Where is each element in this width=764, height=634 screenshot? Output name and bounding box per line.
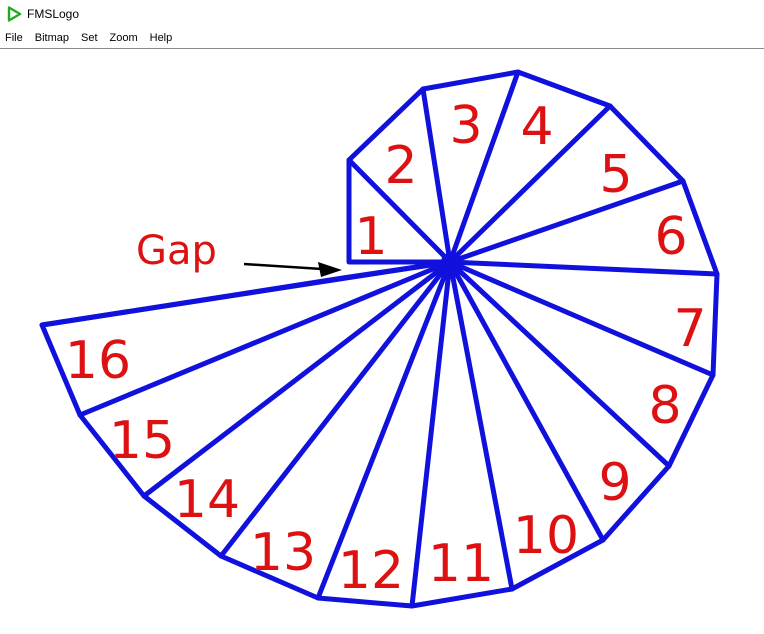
spoke-1 (346, 157, 453, 265)
triangle-label-3: 3 (449, 96, 482, 156)
triangle-label-12: 12 (338, 541, 404, 601)
gap-label: Gap (136, 228, 217, 274)
triangle-label-13: 13 (250, 523, 316, 583)
triangle-label-15: 15 (109, 411, 175, 471)
gap-arrow-line (243, 262, 323, 271)
spoke-11 (409, 259, 453, 609)
triangle-label-9: 9 (598, 453, 631, 513)
spoke-13 (218, 259, 453, 559)
spoke-5 (447, 178, 686, 265)
spoke-14 (141, 259, 453, 499)
triangle-label-14: 14 (174, 470, 240, 530)
triangle-label-8: 8 (648, 376, 681, 436)
gap-annotation: Gap (136, 228, 342, 277)
fmslogo-icon (6, 6, 22, 22)
gap-arrowhead-icon (318, 262, 342, 277)
menu-bitmap[interactable]: Bitmap (34, 32, 69, 44)
spoke-9 (447, 259, 606, 543)
spoke-3 (447, 69, 521, 265)
window-title: FMSLogo (27, 7, 80, 21)
spoke-6 (447, 259, 720, 277)
spoke-12 (315, 259, 453, 601)
menu-set[interactable]: Set (80, 32, 98, 44)
triangle-label-11: 11 (428, 534, 494, 594)
spoke-15 (77, 259, 453, 418)
title-bar: FMSLogo (0, 0, 764, 28)
triangle-label-5: 5 (599, 145, 632, 205)
menu-file[interactable]: File (5, 32, 23, 44)
spoke-4 (447, 103, 613, 265)
triangle-label-6: 6 (654, 207, 687, 267)
triangle-label-16: 16 (65, 331, 131, 391)
spoke-7 (447, 259, 716, 378)
spoke-10 (447, 259, 515, 592)
menu-help[interactable]: Help (149, 32, 173, 44)
triangle-label-1: 1 (354, 207, 387, 267)
spiral-outline (39, 69, 720, 609)
triangle-label-4: 4 (520, 97, 553, 157)
triangle-label-7: 7 (673, 299, 706, 359)
menu-zoom[interactable]: Zoom (109, 32, 138, 44)
triangle-label-2: 2 (384, 136, 417, 196)
triangle-label-10: 10 (513, 506, 579, 566)
menu-bar: File Bitmap Set Zoom Help (0, 28, 764, 49)
spoke-8 (447, 259, 672, 469)
spoke-2 (420, 86, 453, 265)
